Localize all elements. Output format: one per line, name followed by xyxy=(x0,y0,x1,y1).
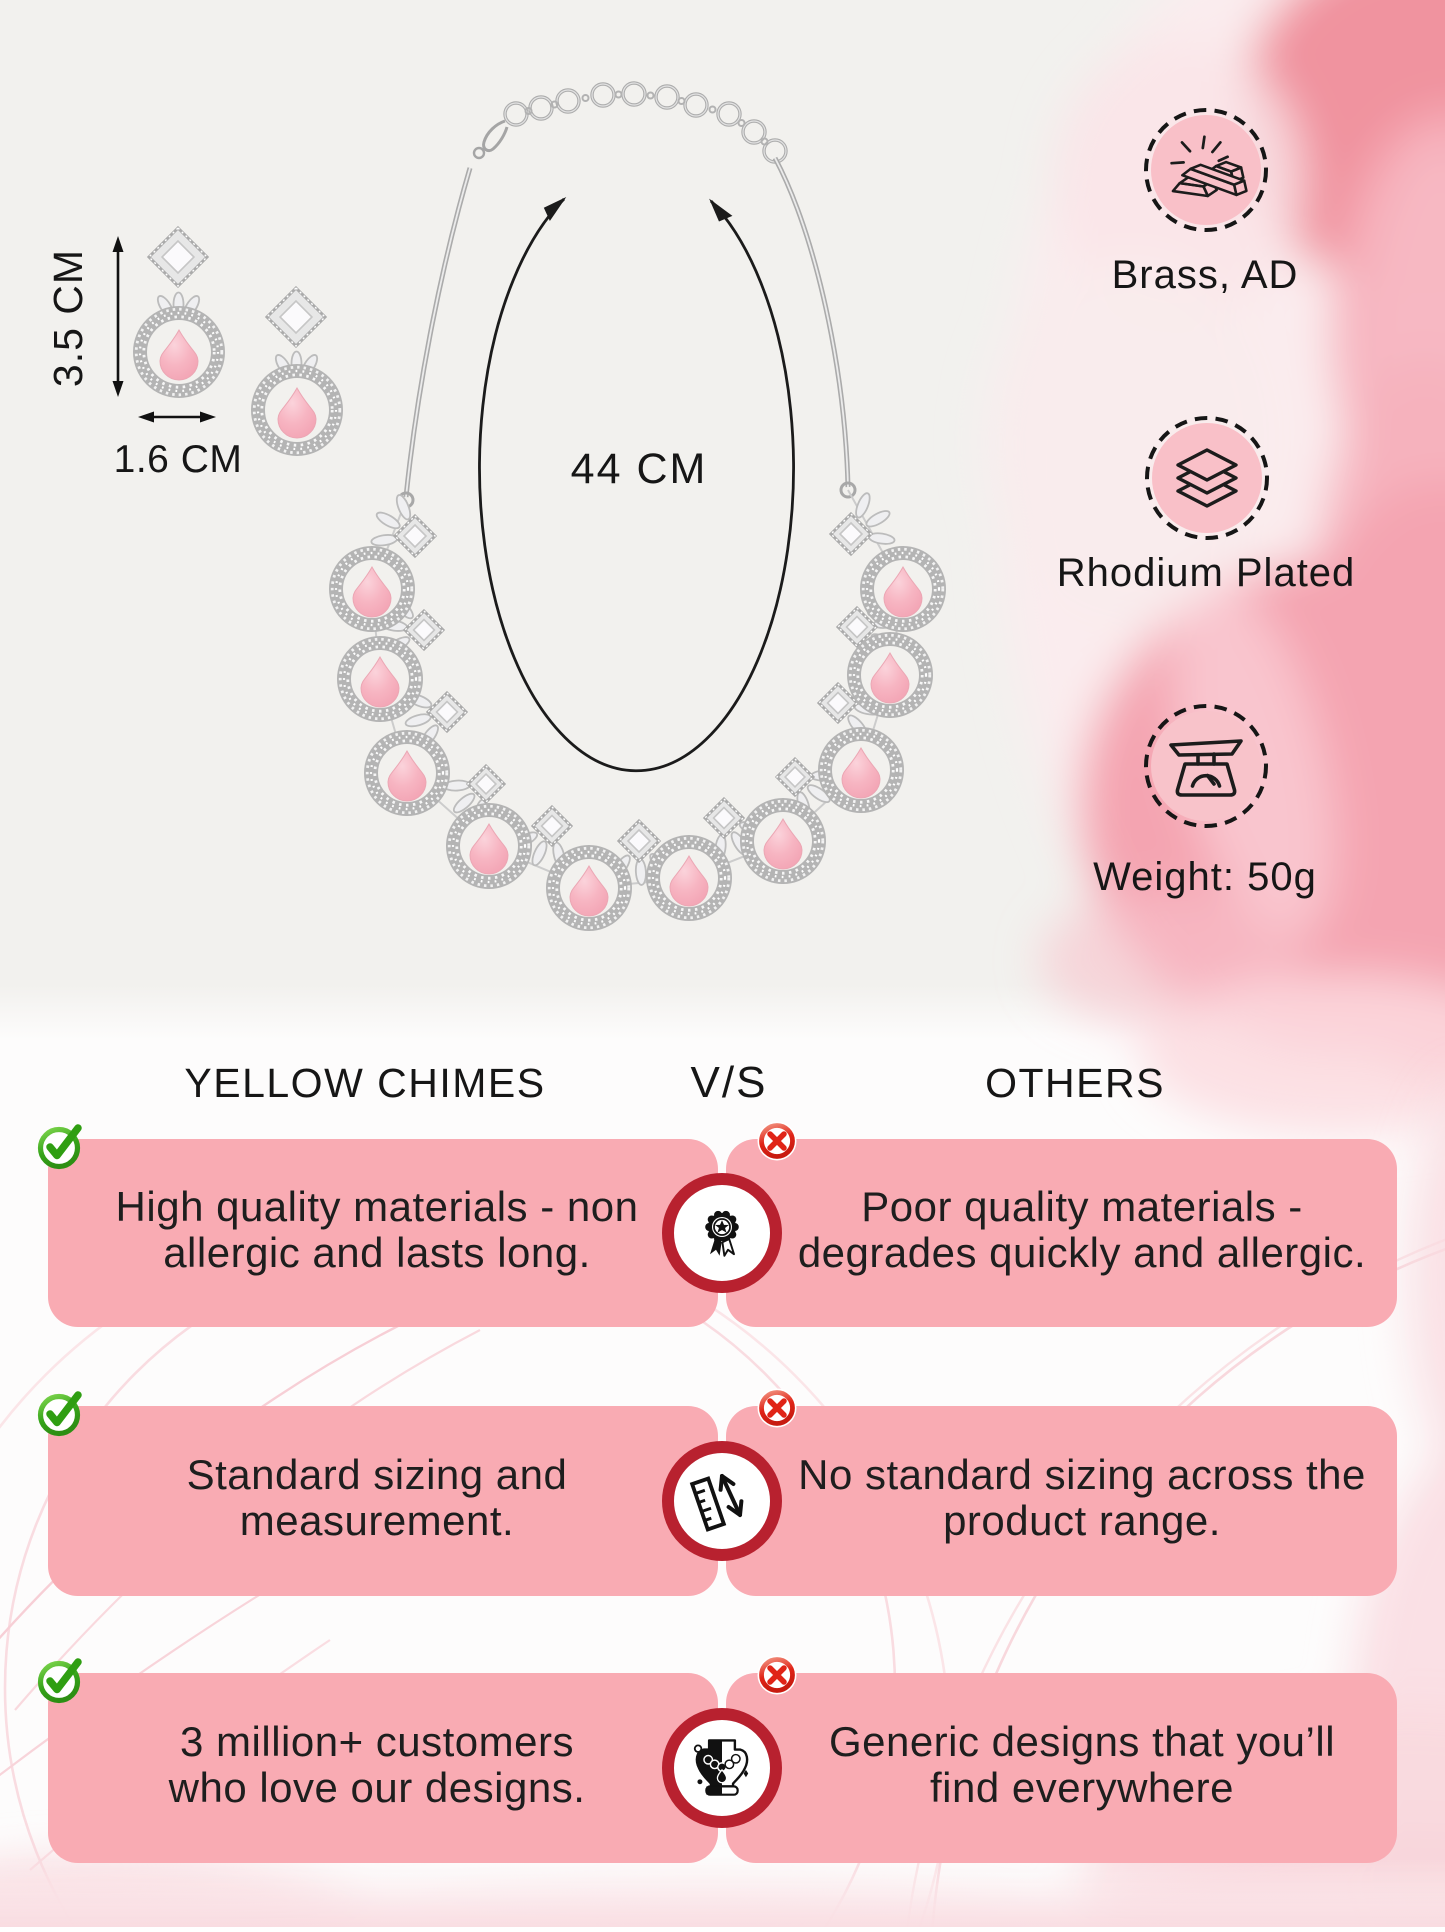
svg-text:3.5 CM: 3.5 CM xyxy=(45,249,91,387)
svg-text:allergic and lasts long.: allergic and lasts long. xyxy=(163,1229,591,1276)
svg-text:degrades quickly and allergic.: degrades quickly and allergic. xyxy=(798,1229,1366,1276)
svg-text:V/S: V/S xyxy=(691,1058,768,1107)
svg-text:find everywhere: find everywhere xyxy=(930,1764,1234,1811)
svg-text:Brass, AD: Brass, AD xyxy=(1112,253,1299,297)
svg-text:3 million+ customers: 3 million+ customers xyxy=(180,1718,574,1765)
svg-text:Poor quality materials -: Poor quality materials - xyxy=(861,1183,1303,1230)
svg-text:1.6 CM: 1.6 CM xyxy=(114,438,243,481)
svg-text:YELLOW CHIMES: YELLOW CHIMES xyxy=(184,1060,545,1106)
svg-text:Standard sizing and: Standard sizing and xyxy=(187,1451,568,1498)
svg-text:High quality materials - non: High quality materials - non xyxy=(116,1183,639,1230)
svg-text:Rhodium Plated: Rhodium Plated xyxy=(1057,551,1356,595)
svg-text:product range.: product range. xyxy=(943,1497,1221,1544)
svg-text:Weight: 50g: Weight: 50g xyxy=(1093,855,1317,899)
svg-text:who love our designs.: who love our designs. xyxy=(168,1764,586,1811)
svg-text:OTHERS: OTHERS xyxy=(985,1060,1165,1106)
svg-text:44 CM: 44 CM xyxy=(571,445,708,493)
svg-text:No standard sizing across the: No standard sizing across the xyxy=(798,1451,1366,1498)
svg-text:Generic designs that you’ll: Generic designs that you’ll xyxy=(829,1718,1335,1765)
svg-text:measurement.: measurement. xyxy=(240,1497,514,1544)
